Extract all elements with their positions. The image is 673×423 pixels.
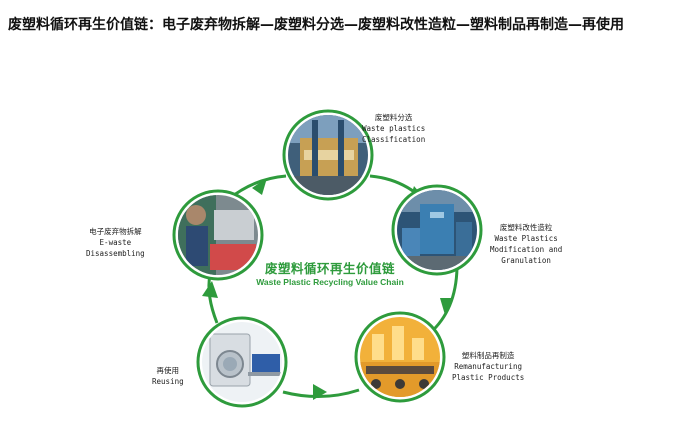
node-label-cn: 塑料制品再制造	[461, 351, 515, 360]
node-label-en: Disassembling	[86, 249, 145, 258]
sorting-plant-photo	[282, 109, 374, 201]
arrow-icon	[202, 281, 218, 298]
node-label-en: Plastic Products	[452, 373, 525, 382]
node-label-cn: 废塑料分选	[374, 113, 413, 122]
node-label-remanufacturing: 塑料制品再制造 Remanufacturing Plastic Products	[452, 350, 524, 383]
node-label-en: Modification and	[490, 245, 563, 254]
center-title-en: Waste Plastic Recycling Value Chain	[256, 277, 404, 287]
node-label-en: Granulation	[501, 256, 551, 265]
node-label-reusing: 再使用 Reusing	[152, 365, 184, 387]
factory-illustration	[354, 311, 446, 403]
node-label-sorting: 废塑料分选 Waste plastics Classification	[362, 112, 425, 145]
node-label-cn: 再使用	[156, 366, 180, 375]
node-label-granulation: 废塑料改性造粒 Waste Plastics Modification and …	[490, 222, 562, 266]
granulation-plant-photo	[391, 184, 483, 276]
node-label-en: Remanufacturing	[454, 362, 522, 371]
node-label-cn: 废塑料改性造粒	[499, 223, 553, 232]
node-label-en: E-waste	[99, 238, 132, 247]
arrow-icon	[252, 178, 267, 195]
arrow-icon	[440, 298, 452, 315]
appliances-illustration	[196, 316, 288, 408]
node-label-en: Waste Plastics	[494, 234, 558, 243]
node-label-en: Classification	[362, 135, 426, 144]
center-title-cn: 废塑料循环再生价值链	[264, 261, 395, 276]
node-label-cn: 电子废弃物拆解	[89, 227, 142, 236]
node-label-en: Reusing	[152, 377, 184, 386]
node-label-en: Waste plastics	[362, 124, 426, 133]
arrow-icon	[313, 384, 327, 400]
ewaste-disassembly-photo	[172, 189, 264, 281]
node-label-disassembling: 电子废弃物拆解 E-waste Disassembling	[86, 226, 145, 259]
page-heading: 废塑料循环再生价值链：电子废弃物拆解—废塑料分选—废塑料改性造粒—塑料制品再制造…	[8, 17, 624, 33]
